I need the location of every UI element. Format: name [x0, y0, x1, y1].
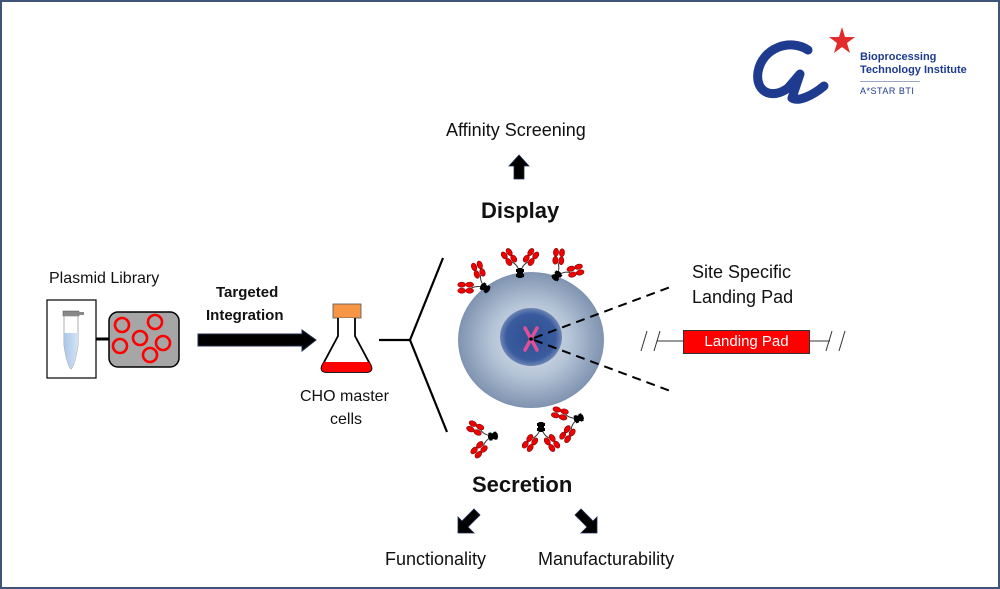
integration-label: Integration: [206, 307, 284, 324]
logo-line1: Bioprocessing: [860, 51, 937, 63]
logo-divider: [860, 81, 920, 82]
cho-label-line1: CHO master: [300, 388, 389, 405]
functionality-label: Functionality: [385, 549, 487, 569]
logo-subtitle: A*STAR BTI: [860, 86, 915, 96]
tube-icon: [46, 299, 97, 379]
display-label: Display: [481, 198, 560, 223]
astar-logo-icon: [753, 27, 855, 104]
down-right-arrow-icon: [574, 508, 598, 534]
manufacturability-label: Manufacturability: [538, 549, 675, 569]
cho-label-line2: cells: [330, 411, 363, 428]
site-specific-label: Site Specific: [692, 262, 792, 282]
plasmid-library-label: Plasmid Library: [49, 270, 160, 287]
flask-icon: [320, 303, 373, 373]
branch-lines: [379, 257, 449, 433]
plasmid-pool-icon: [108, 311, 180, 368]
affinity-screening-label: Affinity Screening: [446, 120, 586, 140]
targeted-label: Targeted: [216, 284, 279, 301]
landing-pad-title: Landing Pad: [692, 287, 794, 307]
landing-pad-box: Landing Pad: [683, 330, 810, 354]
zoom-dashed-lines: [533, 285, 674, 393]
integration-arrow-icon: [197, 329, 317, 353]
secretion-label: Secretion: [472, 472, 573, 497]
down-left-arrow-icon: [457, 508, 481, 534]
up-arrow-icon: [508, 154, 530, 180]
landing-pad-construct: [640, 330, 846, 352]
logo-title: Bioprocessing Technology Institute: [860, 51, 967, 77]
logo-line2: Technology Institute: [860, 64, 967, 76]
